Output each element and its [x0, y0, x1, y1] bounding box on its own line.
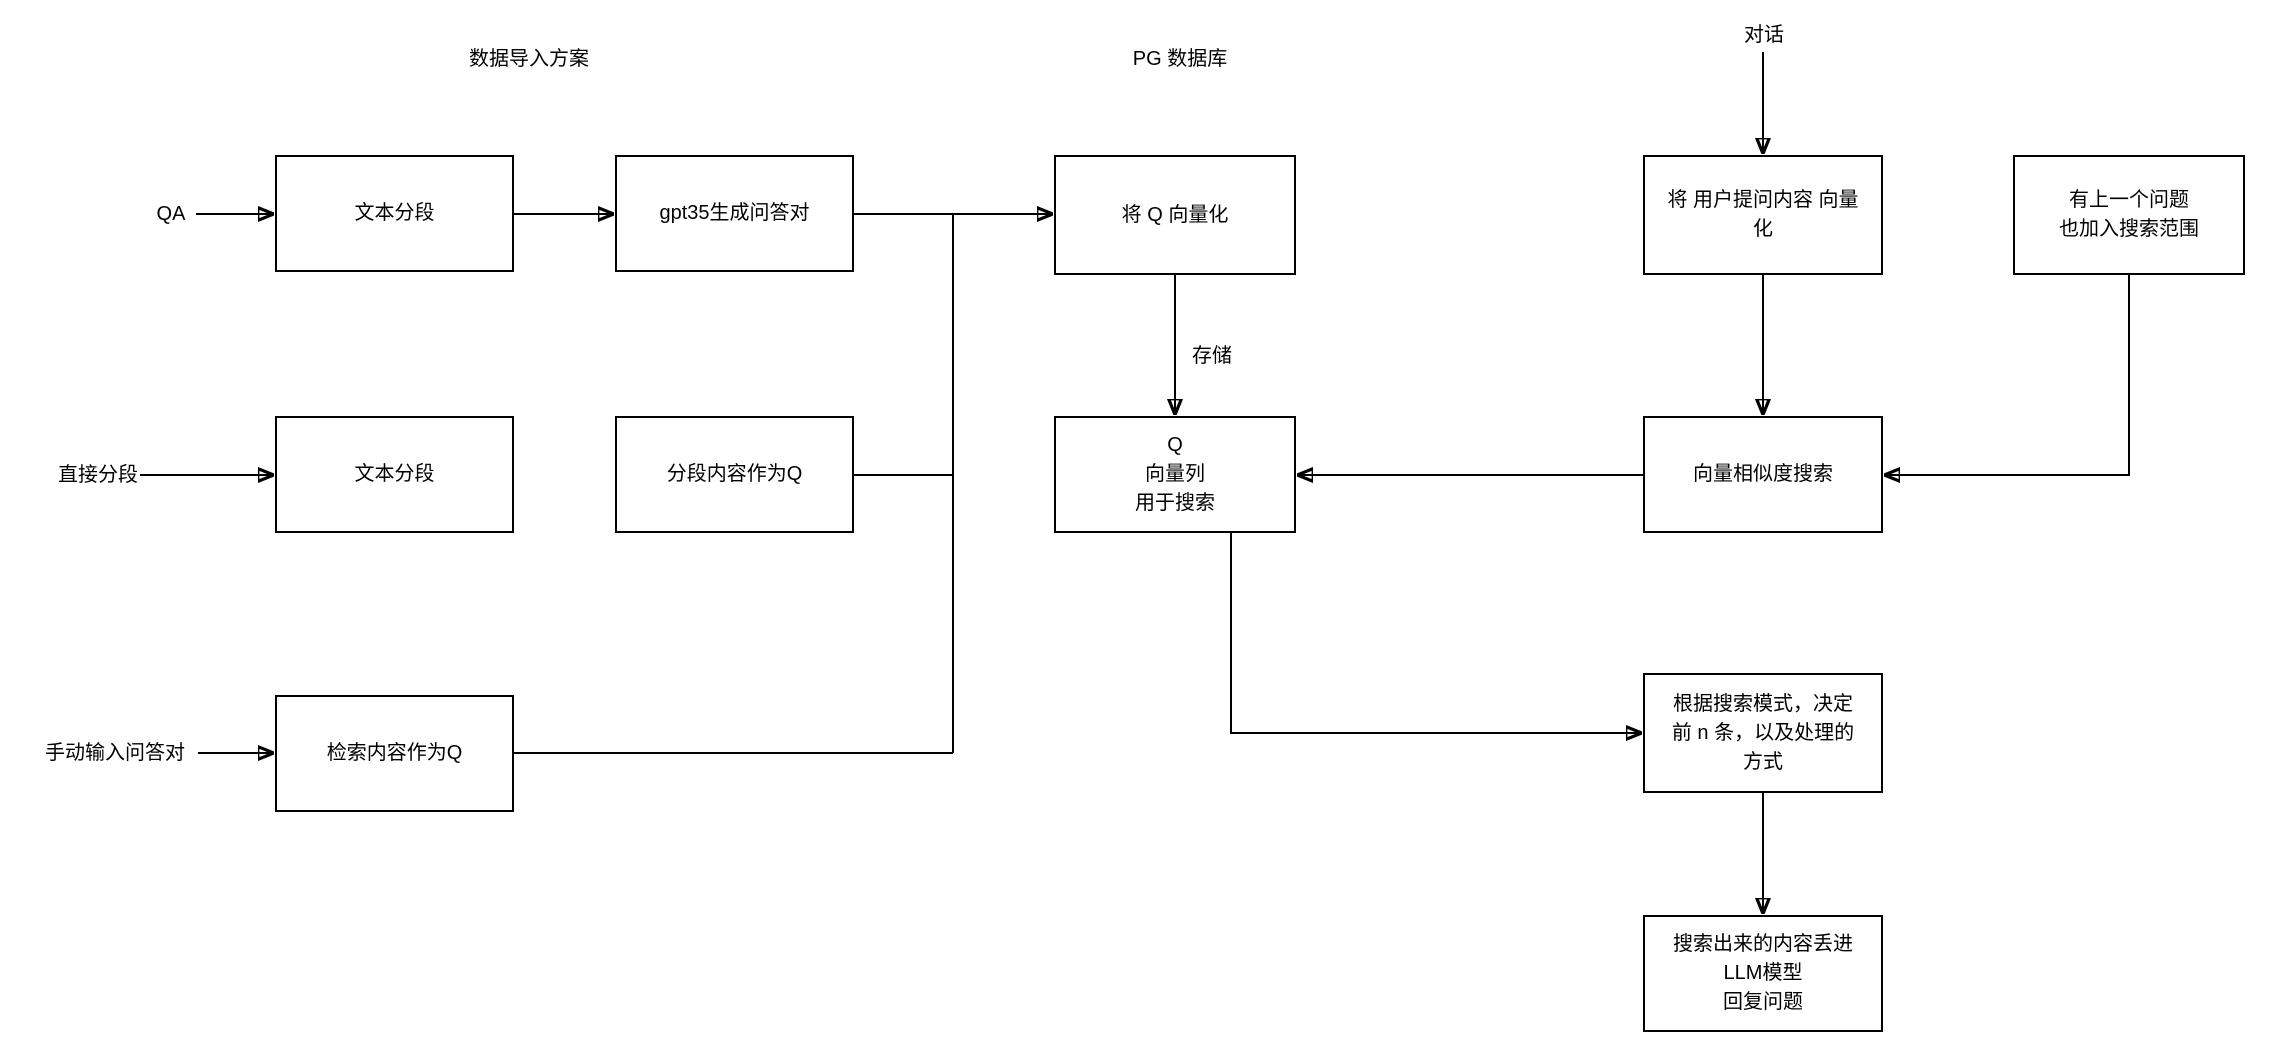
- node-text-segment-2: 文本分段: [275, 416, 514, 533]
- node-segment-as-q-label: 分段内容作为Q: [666, 463, 803, 485]
- node-text-segment-2-label: 文本分段: [354, 463, 435, 485]
- node-prev-question-scope-label: 有上一个问题 也加入搜索范围: [2059, 189, 2199, 240]
- node-prev-question-scope: 有上一个问题 也加入搜索范围: [2013, 155, 2245, 275]
- node-q-vector-column: Q 向量列 用于搜索: [1054, 416, 1296, 533]
- edge-label-store: 存储: [1192, 345, 1232, 367]
- node-retrieval-as-q: 检索内容作为Q: [275, 695, 514, 812]
- input-label-qa: QA: [156, 203, 186, 225]
- node-vectorize-q: 将 Q 向量化: [1054, 155, 1296, 275]
- node-vector-similarity-search: 向量相似度搜索: [1643, 416, 1883, 533]
- node-q-vector-column-label: Q 向量列 用于搜索: [1135, 434, 1215, 514]
- connector-prev-question-to-similarity-search: [1885, 275, 2130, 475]
- node-text-segment-1-label: 文本分段: [354, 202, 435, 224]
- section-title-import-plan: 数据导入方案: [469, 48, 589, 70]
- node-text-segment-1: 文本分段: [275, 155, 514, 272]
- node-gpt35-qa-pairs: gpt35生成问答对: [615, 155, 854, 272]
- node-llm-reply-label: 搜索出来的内容丢进 LLM模型 回复问题: [1673, 933, 1853, 1013]
- connector-q-vector-column-to-search-mode: [1230, 533, 1641, 733]
- node-vectorize-user-question-label: 将 用户提问内容 向量 化: [1667, 189, 1859, 240]
- node-llm-reply: 搜索出来的内容丢进 LLM模型 回复问题: [1643, 915, 1883, 1032]
- node-segment-as-q: 分段内容作为Q: [615, 416, 854, 533]
- node-gpt35-qa-pairs-label: gpt35生成问答对: [659, 202, 810, 224]
- node-search-mode-decision-label: 根据搜索模式，决定 前 n 条，以及处理的 方式: [1671, 692, 1855, 773]
- node-search-mode-decision: 根据搜索模式，决定 前 n 条，以及处理的 方式: [1643, 673, 1883, 793]
- section-title-dialog: 对话: [1744, 24, 1784, 46]
- input-label-manual-qa: 手动输入问答对: [45, 742, 185, 764]
- node-retrieval-as-q-label: 检索内容作为Q: [326, 742, 463, 764]
- section-title-pg-database: PG 数据库: [1132, 48, 1228, 70]
- node-vectorize-user-question: 将 用户提问内容 向量 化: [1643, 155, 1883, 275]
- node-vectorize-q-label: 将 Q 向量化: [1121, 203, 1229, 226]
- input-label-direct-segment: 直接分段: [58, 464, 138, 486]
- node-vector-similarity-search-label: 向量相似度搜索: [1693, 463, 1833, 485]
